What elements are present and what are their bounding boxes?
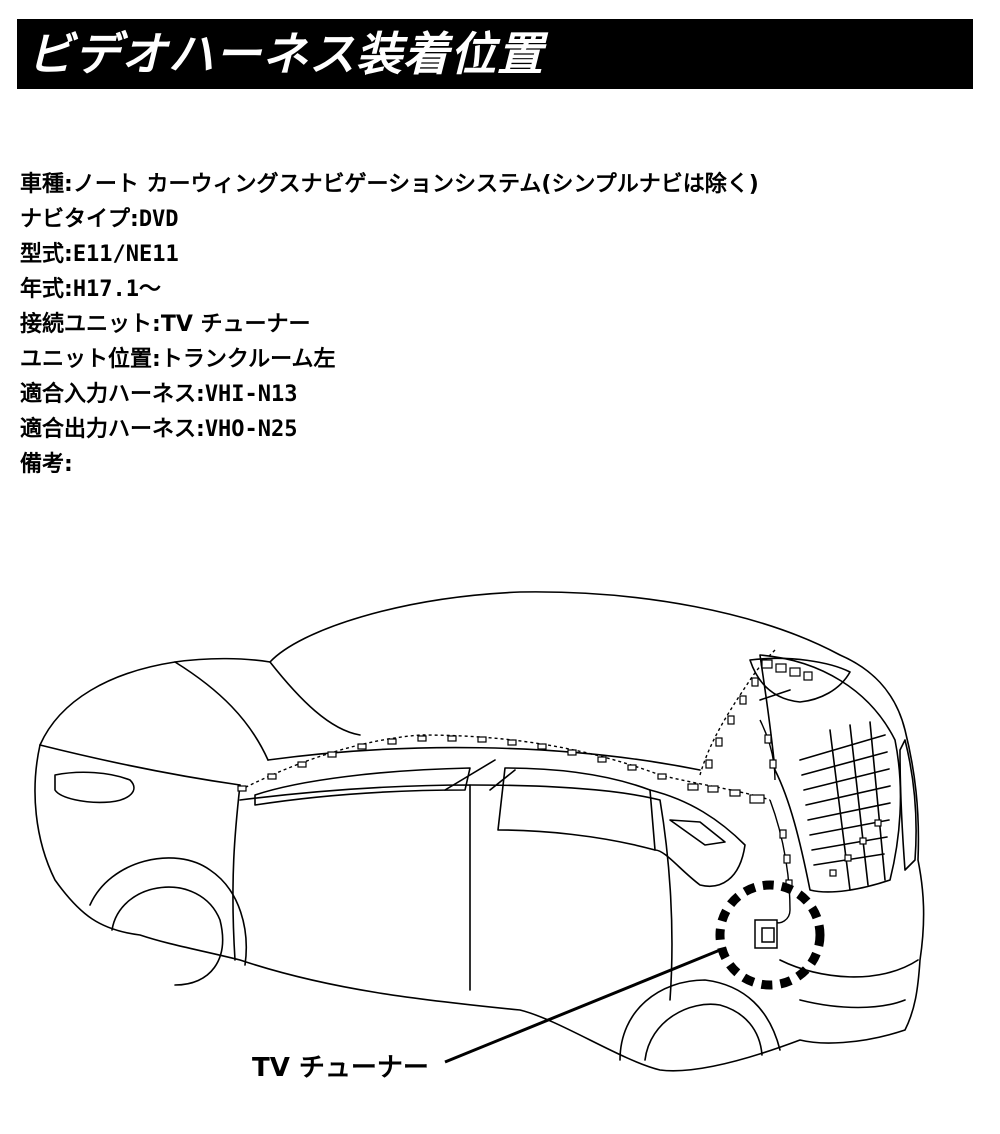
spec-year: 年式:H17.1～ (20, 272, 759, 307)
rear-wheel (644, 1003, 763, 1061)
spec-list: 車種:ノート カーウィングスナビゲーションシステム(シンプルナビは除く) ナビタ… (20, 167, 759, 482)
spec-value: TV チューナー (160, 312, 311, 337)
spec-value: DVD (138, 207, 179, 232)
spec-label: 備考: (20, 452, 73, 477)
windshield (174, 661, 269, 761)
spec-label: 車種: (20, 172, 73, 197)
spec-output-harness: 適合出力ハーネス:VHO-N25 (20, 412, 759, 447)
front-wheel-arch (89, 857, 248, 966)
tv-tuner-label: TV チューナー (252, 1053, 429, 1083)
spec-label: 適合入力ハーネス: (20, 382, 205, 407)
rear-bumper (779, 959, 919, 978)
car-harness-diagram (34, 591, 925, 1072)
roof-line (269, 661, 361, 736)
spec-car-model: 車種:ノート カーウィングスナビゲーションシステム(シンプルナビは除く) (20, 167, 759, 202)
quarter-window (649, 789, 746, 887)
spec-value: ノート カーウィングスナビゲーションシステム(シンプルナビは除く) (72, 172, 759, 197)
spec-value: トランクルーム左 (160, 347, 336, 372)
front-door (239, 784, 471, 991)
callout-line (444, 948, 721, 1064)
spec-label: 接続ユニット: (20, 312, 161, 337)
front-wheel (111, 886, 224, 986)
highlight-circle (715, 880, 825, 990)
tv-tuner-unit (754, 919, 778, 949)
tail-light (899, 739, 917, 871)
hood-line (39, 744, 241, 786)
spec-remarks: 備考: (20, 447, 759, 482)
spec-value: H17.1～ (72, 277, 162, 302)
page-title: ビデオハーネス装着位置 (27, 27, 544, 81)
spec-value: VHI-N13 (204, 382, 298, 407)
spec-navi-type: ナビタイプ:DVD (20, 202, 759, 237)
front-window (254, 767, 471, 806)
rear-window (497, 767, 656, 851)
spec-label: ナビタイプ: (20, 207, 139, 232)
spec-input-harness: 適合入力ハーネス:VHI-N13 (20, 377, 759, 412)
spec-label: ユニット位置: (20, 347, 161, 372)
rear-hatch (759, 654, 902, 893)
car-body-outline (34, 591, 925, 1072)
rear-defroster (799, 734, 891, 866)
rear-wheel-arch (619, 979, 781, 1061)
spec-label: 適合出力ハーネス: (20, 417, 205, 442)
spec-value: E11/NE11 (72, 242, 179, 267)
rear-door (469, 784, 673, 1001)
spec-value: VHO-N25 (204, 417, 298, 442)
spec-label: 型式: (20, 242, 73, 267)
spec-label: 年式: (20, 277, 73, 302)
title-bar: ビデオハーネス装着位置 (17, 19, 973, 89)
spec-unit: 接続ユニット:TV チューナー (20, 307, 759, 342)
spec-unit-position: ユニット位置:トランクルーム左 (20, 342, 759, 377)
headlight (54, 771, 135, 804)
spec-model-code: 型式:E11/NE11 (20, 237, 759, 272)
